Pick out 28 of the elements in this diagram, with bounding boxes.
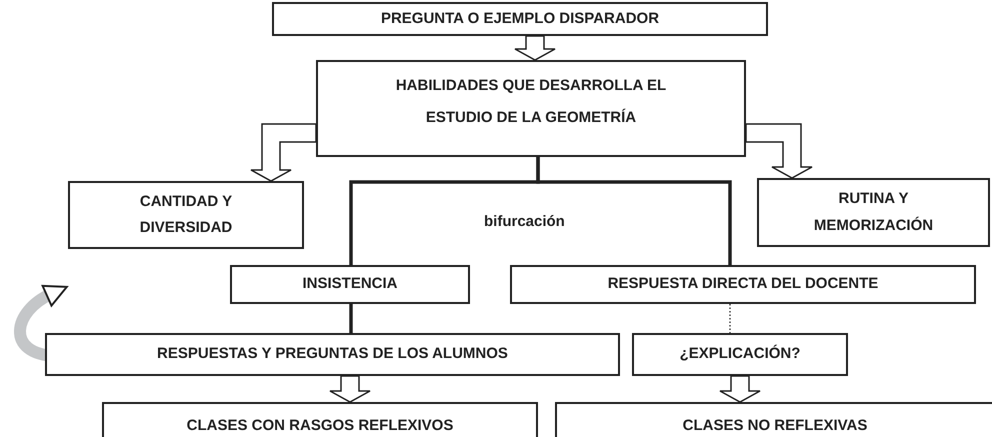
box-text: ¿EXPLICACIÓN? xyxy=(678,344,802,364)
process-box xyxy=(632,333,848,376)
curved-arrow xyxy=(14,284,68,362)
block-arrow xyxy=(329,375,371,403)
process-box xyxy=(757,178,990,247)
connector-line xyxy=(536,157,732,265)
box-text: CANTIDAD Y DIVERSIDAD xyxy=(138,192,234,238)
box-text: INSISTENCIA xyxy=(301,274,398,294)
connector-line xyxy=(729,304,731,333)
box-text: RESPUESTA DIRECTA DEL DOCENTE xyxy=(606,274,880,294)
block-arrow xyxy=(514,35,556,61)
block-arrow xyxy=(250,123,317,182)
process-box xyxy=(272,2,768,36)
box-text: CLASES NO REFLEXIVAS xyxy=(682,416,868,436)
box-text: RESPUESTAS Y PREGUNTAS DE LOS ALUMNOS xyxy=(156,344,509,364)
block-arrow xyxy=(719,375,761,403)
box-text: PREGUNTA O EJEMPLO DISPARADOR xyxy=(380,8,660,29)
box-text: RUTINA Y MEMORIZACIÓN xyxy=(812,189,934,236)
process-box xyxy=(230,265,470,304)
connector-line xyxy=(349,304,353,333)
block-arrow xyxy=(745,123,813,179)
process-box xyxy=(68,181,304,249)
process-box xyxy=(45,333,620,376)
box-text: CLASES CON RASGOS REFLEXIVOS xyxy=(186,416,454,436)
process-box xyxy=(510,265,976,304)
box-text: HABILIDADES QUE DESARROLLA EL ESTUDIO DE LA GEOMETRÍA xyxy=(394,76,668,128)
text-label: bifurcación xyxy=(484,213,565,230)
process-box xyxy=(316,60,746,157)
